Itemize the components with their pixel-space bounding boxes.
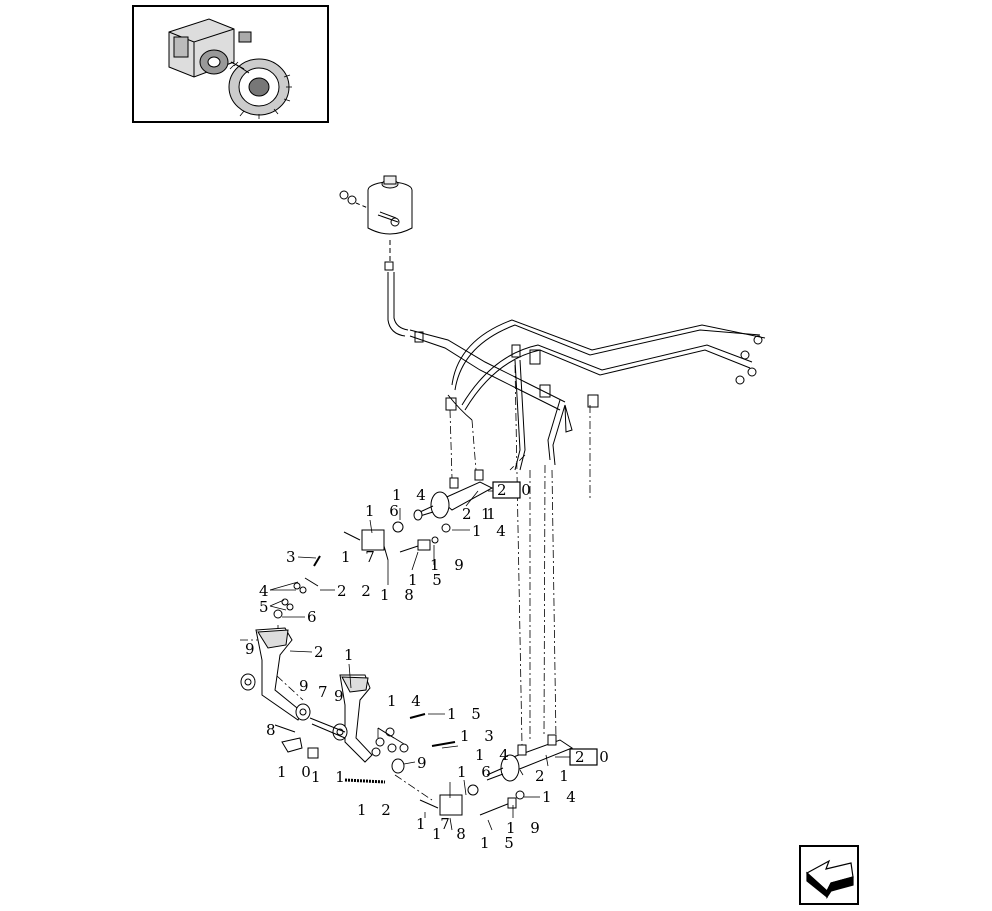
callout-label: 8 [266, 721, 281, 739]
callout-label: 1 [481, 505, 496, 523]
callout-label: 1 4 [475, 746, 514, 764]
brake-fluid-reservoir [339, 175, 413, 271]
brake-pipes [387, 272, 766, 471]
next-page-arrow-icon [805, 859, 854, 899]
callout-label: 1 5 [408, 571, 447, 589]
callout-label: 1 4 [472, 522, 511, 540]
callout-label: 1 6 [457, 763, 496, 781]
callout-label: 1 6 [365, 502, 404, 520]
lower-master-cylinder [419, 734, 574, 816]
brake-pedals [240, 555, 456, 784]
callout-label: 1 7 [341, 548, 380, 566]
callout-label: 5 [259, 598, 274, 616]
callout-label: 1 5 [447, 705, 486, 723]
callout-label: 2 2 [337, 582, 376, 600]
callout-label: 1 1 [311, 768, 350, 786]
callout-label: 1 4 [387, 692, 426, 710]
callout-label: 7 [318, 683, 333, 701]
callout-label: 2 1 [535, 767, 574, 785]
callout-label: 1 9 [430, 556, 469, 574]
callout-label: 1 7 [416, 815, 455, 833]
callout-label: 4 [259, 582, 274, 600]
callout-label: 1 8 [432, 825, 471, 843]
callout-label: 2 0 [575, 748, 614, 766]
callout-label: 1 2 [357, 801, 396, 819]
callout-label: 1 3 [460, 727, 499, 745]
callout-label: 9 [245, 640, 260, 658]
callout-label: 1 [344, 646, 359, 664]
callout-label: 1 5 [480, 834, 519, 852]
callout-label: 3 [286, 548, 301, 566]
callout-label: 9 [299, 677, 314, 695]
callout-label: 2 0 [497, 481, 536, 499]
callout-label: 9 [417, 754, 432, 772]
upper-master-cylinder [343, 469, 494, 561]
thumbnail-frame [132, 5, 329, 123]
callout-label: 1 8 [380, 586, 419, 604]
callout-label: 6 [307, 608, 322, 626]
callout-label: 2 [314, 643, 329, 661]
callout-box-upper [492, 481, 521, 499]
callout-label: 1 4 [542, 788, 581, 806]
callout-label: 1 4 [392, 486, 431, 504]
next-page-button[interactable] [799, 845, 859, 905]
callout-label: 1 9 [506, 819, 545, 837]
callout-label: 1 0 [277, 763, 316, 781]
callout-label: 2 1 [462, 505, 501, 523]
callout-box-lower [569, 748, 598, 766]
callout-label: 9 [334, 687, 349, 705]
tractor-axle-thumbnail-icon [168, 18, 292, 119]
